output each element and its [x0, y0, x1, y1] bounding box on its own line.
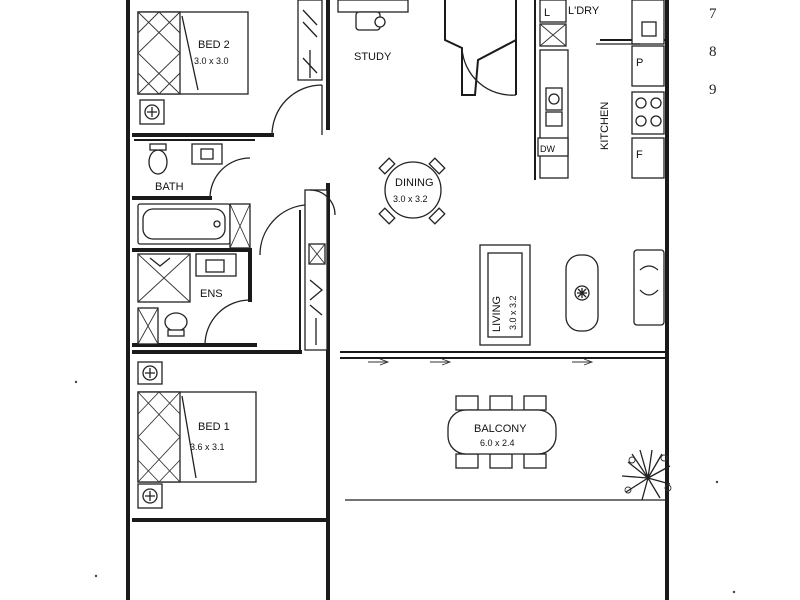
margin-number-9: 9 [709, 82, 717, 98]
bed-1-furniture [137, 361, 257, 509]
entry-door [461, 47, 517, 96]
living-furniture [479, 244, 665, 346]
entry-wall [444, 0, 517, 96]
bed-1-wardrobe [304, 189, 336, 351]
study-desk [337, 0, 409, 31]
bath-fixtures [137, 143, 251, 249]
living-label: LIVING [491, 296, 503, 332]
dining-dims: 3.0 x 3.2 [393, 194, 428, 204]
bed-1-label: BED 1 [198, 421, 230, 433]
living-dims: 3.0 x 3.2 [508, 295, 518, 330]
fridge-label: P [636, 57, 643, 69]
bath-label: BATH [155, 181, 184, 193]
scan-specks [74, 380, 736, 594]
bed-2-label: BED 2 [198, 39, 230, 51]
balcony-dims: 6.0 x 2.4 [480, 438, 515, 448]
kitchen-bench [537, 49, 569, 179]
walls [126, 0, 669, 600]
bed-2-furniture [137, 11, 249, 125]
bath-door [209, 157, 251, 199]
ensuite-label: ENS [200, 288, 223, 300]
laundry-label: L'DRY [568, 5, 600, 17]
laundry-fixtures [534, 0, 567, 180]
laundry-code: L [544, 7, 550, 19]
balcony-label: BALCONY [474, 423, 527, 435]
ensuite-fixtures [137, 253, 237, 345]
kitchen-appliances [596, 0, 665, 179]
kitchen-label: KITCHEN [599, 102, 611, 150]
study-wardrobe [297, 0, 323, 81]
hall-door [259, 204, 306, 256]
balcony-sliding-doors [368, 358, 594, 366]
bed-2-dims: 3.0 x 3.0 [194, 56, 229, 66]
dining-label: DINING [395, 177, 434, 189]
balcony-table [447, 395, 557, 469]
bed-1-dims: 3.6 x 3.1 [190, 442, 225, 452]
margin-number-8: 8 [709, 44, 717, 60]
bed-2-door [271, 84, 323, 136]
dining-table [378, 157, 446, 225]
plant-icon [621, 449, 672, 501]
margin-number-7: 7 [709, 6, 717, 22]
ensuite-door [204, 299, 251, 346]
pantry-label: F [636, 149, 643, 161]
study-label: STUDY [354, 51, 392, 63]
dishwasher-label: DW [540, 144, 555, 154]
